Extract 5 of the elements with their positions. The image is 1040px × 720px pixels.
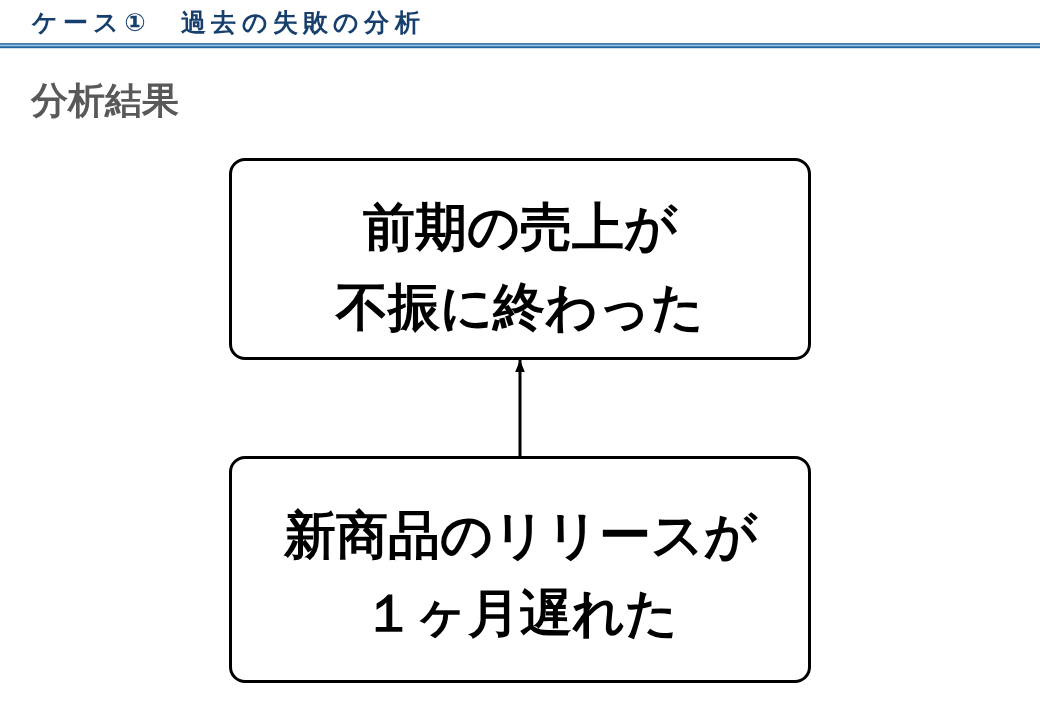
page-title: ケース① 過去の失敗の分析 <box>32 8 425 38</box>
cause-box: 新商品のリリースが１ヶ月遅れた <box>229 456 811 683</box>
section-heading: 分析結果 <box>31 80 179 122</box>
result-box: 前期の売上が不振に終わった <box>229 158 811 360</box>
arrow <box>515 360 525 456</box>
